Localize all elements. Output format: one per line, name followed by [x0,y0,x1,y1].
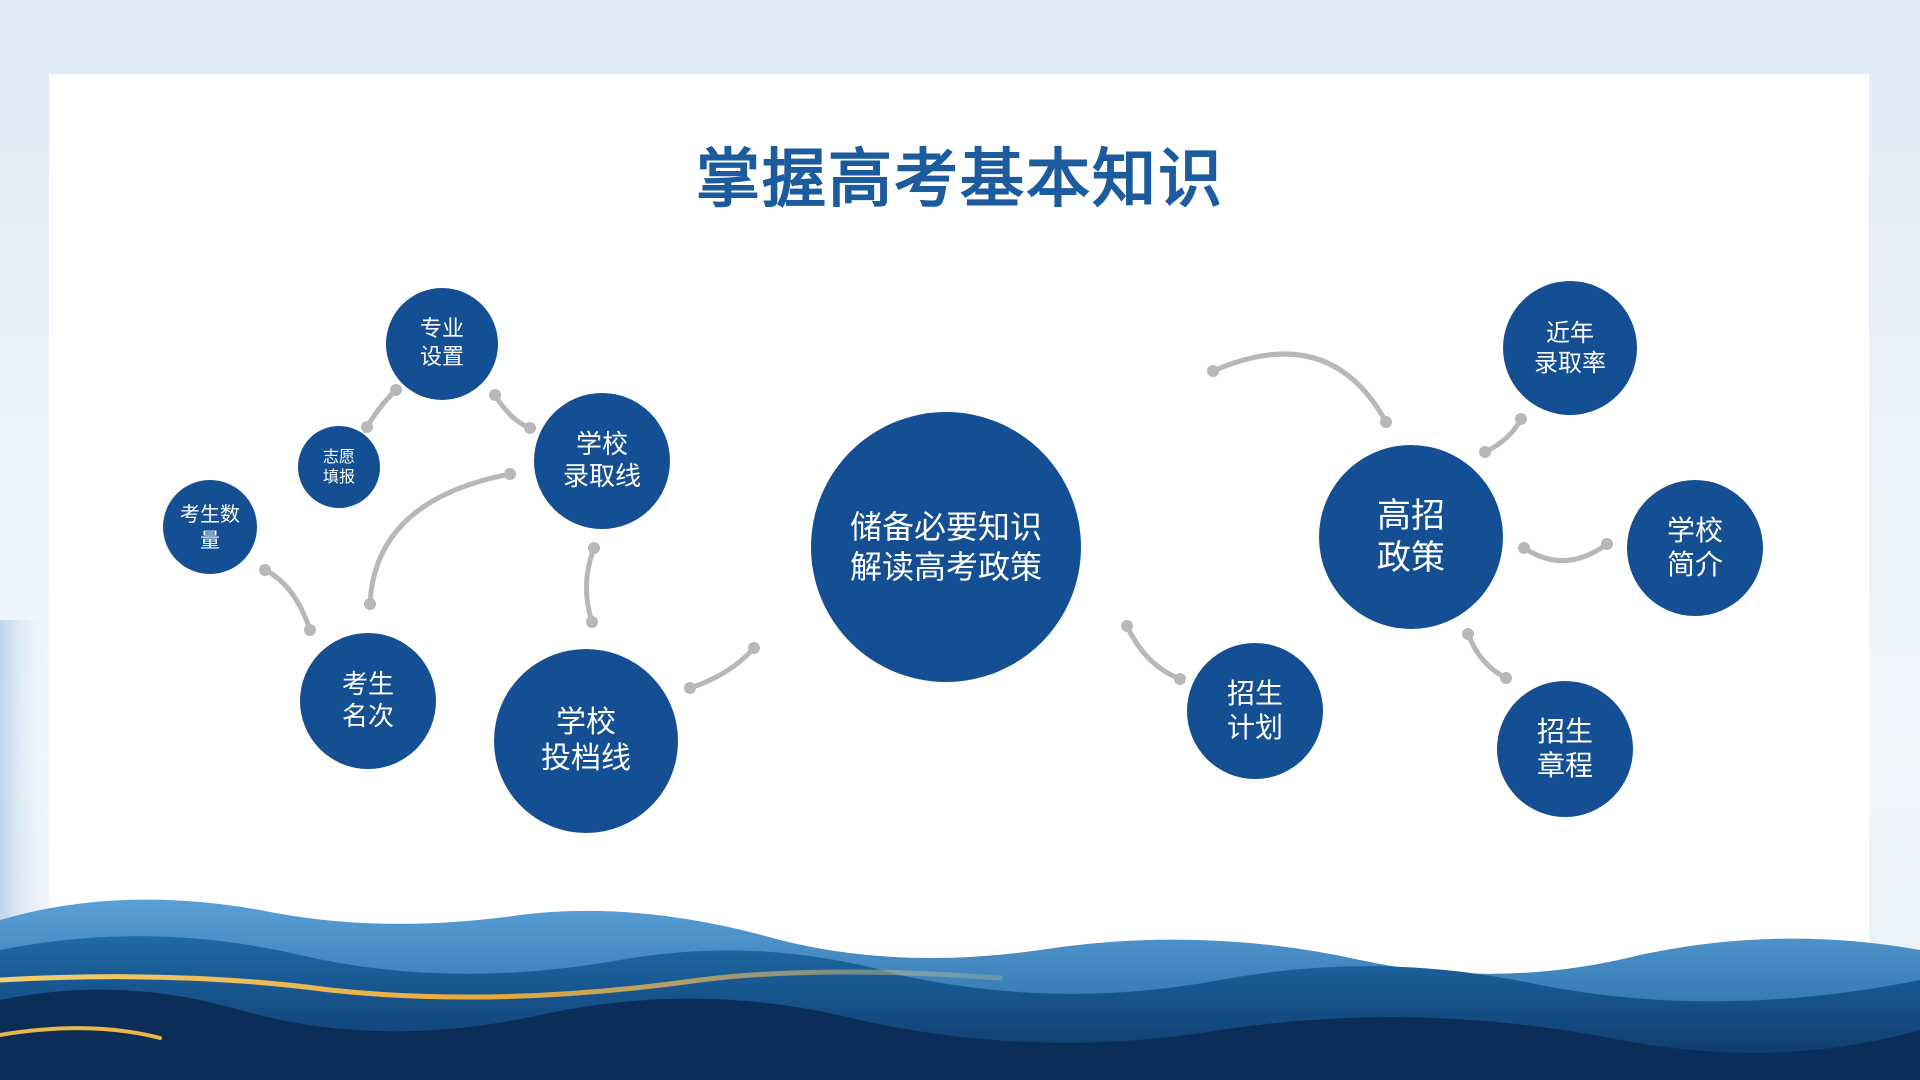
center-node: 储备必要知识 解读高考政策 [811,412,1081,682]
node-application: 志愿 填报 [298,426,380,508]
connector-recent-policy [1482,416,1524,455]
node-enrollment-plan: 招生 计划 [1187,643,1323,779]
node-school-filing-line: 学校 投档线 [494,649,678,833]
node-student-count: 考生数 量 [163,480,257,574]
connector-rank-admission [367,471,513,607]
node-student-rank: 考生 名次 [300,633,436,769]
node-school-admission-line: 学校 录取线 [534,393,670,529]
connector-top-arc [1210,351,1389,425]
connector-policy-intro [1521,541,1610,563]
node-major-setup: 专业 设置 [386,288,498,400]
node-admission-policy: 高招 政策 [1319,445,1503,629]
connector-application-major [364,387,399,430]
node-enrollment-charter: 招生 章程 [1497,681,1633,817]
node-recent-admission-rate: 近年 录取率 [1503,281,1637,415]
node-school-intro: 学校 简介 [1627,480,1763,616]
connector-filing-center [687,645,757,691]
mountain-landscape [0,899,1920,1080]
connector-policy-charter [1465,631,1509,681]
connector-admission-filing [583,545,597,625]
connector-count-rank [262,567,313,633]
connector-major-admission [492,392,533,431]
page-title: 掌握高考基本知识 [696,142,1224,217]
connector-center-plan [1124,623,1183,682]
